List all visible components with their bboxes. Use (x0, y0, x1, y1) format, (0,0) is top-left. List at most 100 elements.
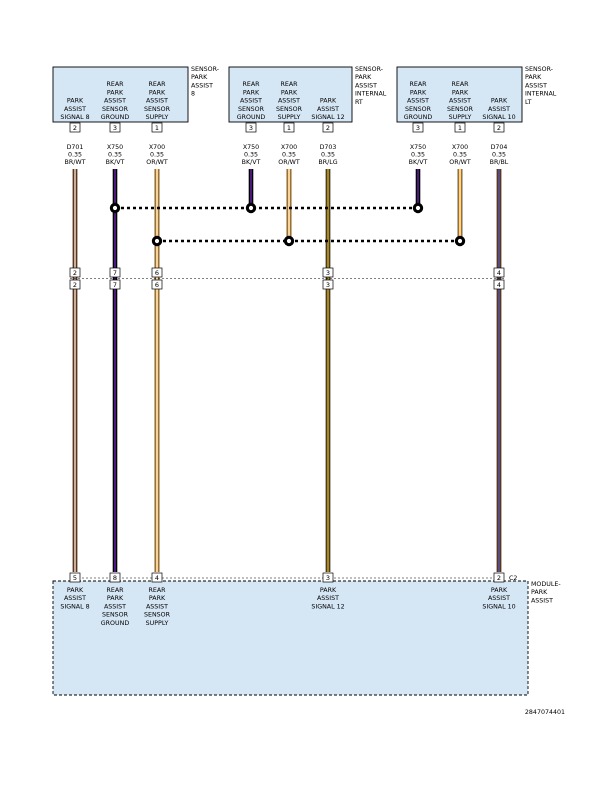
component-name: PARK (355, 74, 372, 81)
wire-color: BR/WT (65, 159, 86, 166)
sensor-pin-number: 3 (113, 124, 117, 132)
wire-color: BK/VT (106, 159, 125, 166)
sensor-pin-number: 2 (73, 124, 77, 132)
pin-function-label: SUPPLY (449, 114, 472, 121)
pin-function-label: GROUND (237, 114, 266, 121)
sensor-pin-number-box (322, 122, 334, 133)
wire-gauge: 0.35 (244, 152, 258, 159)
module-pin-label: PARK (320, 587, 337, 594)
pin-function-label: ASSIST (278, 98, 300, 105)
sensor-box-sensor8 (52, 66, 189, 123)
component-name: LT (525, 99, 532, 106)
wire-color: BR/LG (318, 159, 337, 166)
module-name: PARK (531, 589, 548, 596)
module-pin-label: SIGNAL 8 (60, 603, 89, 610)
module-pin-label: SIGNAL 12 (311, 603, 344, 610)
inline-pin-upper: 2 (73, 269, 77, 277)
sensor-pin-number-box (454, 122, 466, 133)
pin-function-label: SENSOR (405, 106, 432, 113)
module-pin-number-box (322, 572, 334, 583)
circuit-number: X750 (243, 144, 259, 151)
module-pin-label: ASSIST (146, 603, 168, 610)
module-name: MODULE- (531, 581, 561, 588)
pin-function-label: PARK (149, 89, 166, 96)
sensor-pin-number-box (69, 122, 81, 133)
wire-color: OR/WT (278, 159, 300, 166)
component-name: ASSIST (355, 82, 377, 89)
circuit-number: X750 (410, 144, 426, 151)
circuit-number: X700 (149, 144, 165, 151)
inline-pin-upper: 6 (155, 269, 159, 277)
inline-pin-lower-box (69, 279, 81, 290)
module-pin-label: PARK (107, 595, 124, 602)
connector-id: C2 (509, 575, 517, 582)
pin-function-label: GROUND (404, 114, 433, 121)
wire-color: OR/WT (449, 159, 471, 166)
pin-function-label: PARK (107, 89, 124, 96)
component-name: ASSIST (191, 82, 213, 89)
module-pin-label: PARK (149, 595, 166, 602)
pin-function-label: PARK (281, 89, 298, 96)
wire-gauge: 0.35 (282, 152, 296, 159)
circuit-number: D704 (491, 144, 508, 151)
component-name: ASSIST (525, 82, 547, 89)
pin-function-label: ASSIST (449, 98, 471, 105)
inline-pin-lower: 4 (497, 281, 501, 289)
sensor-pin-number: 1 (458, 124, 462, 132)
sensor-pin-number: 2 (326, 124, 330, 132)
module-pin-number-box (69, 572, 81, 583)
inline-pin-lower: 7 (113, 281, 117, 289)
pin-function-label: ASSIST (104, 98, 126, 105)
sensor-pin-number: 3 (249, 124, 253, 132)
inline-pin-upper: 4 (497, 269, 501, 277)
wire-gauge: 0.35 (68, 152, 82, 159)
inline-pin-upper: 7 (113, 269, 117, 277)
module-pin-label: SIGNAL 10 (482, 603, 515, 610)
inline-pin-upper: 3 (326, 269, 330, 277)
circuit-number: D703 (320, 144, 337, 151)
splice-dot-center (457, 238, 463, 244)
sensor-box-sensor-int-rt (228, 66, 353, 123)
circuit-number: X750 (107, 144, 123, 151)
pin-function-label: ASSIST (317, 106, 339, 113)
inline-pin-lower: 6 (155, 281, 159, 289)
pin-function-label: ASSIST (64, 106, 86, 113)
wire-gauge: 0.35 (321, 152, 335, 159)
module-pin-label: ASSIST (488, 595, 510, 602)
component-name: INTERNAL (525, 91, 557, 98)
pin-function-label: SENSOR (102, 106, 129, 113)
sensor-pin-number-box (493, 122, 505, 133)
wire-gauge: 0.35 (150, 152, 164, 159)
splice-dot-center (112, 205, 118, 211)
module-pin-label: GROUND (101, 620, 130, 627)
inline-pin-upper-box (322, 267, 334, 278)
pin-function-label: SUPPLY (146, 114, 169, 121)
sensor-pin-number: 2 (497, 124, 501, 132)
pin-function-label: SENSOR (276, 106, 303, 113)
module-pin-label: REAR (148, 587, 166, 594)
inline-pin-lower-box (109, 279, 121, 290)
module-name: ASSIST (531, 597, 553, 604)
inline-pin-upper-box (151, 267, 163, 278)
pin-function-label: GROUND (101, 114, 130, 121)
pin-function-label: REAR (242, 81, 260, 88)
inline-pin-lower-box (151, 279, 163, 290)
pin-function-label: REAR (451, 81, 469, 88)
module-pin-number: 4 (155, 574, 159, 582)
wire-color: BK/VT (242, 159, 261, 166)
circuit-number: X700 (281, 144, 297, 151)
module-pin-number: 3 (326, 574, 330, 582)
module-pin-label: PARK (491, 587, 508, 594)
pin-function-label: SIGNAL 12 (311, 114, 344, 121)
pin-function-label: PARK (243, 89, 260, 96)
component-name: PARK (525, 74, 542, 81)
pin-function-label: REAR (280, 81, 298, 88)
sensor-pin-number-box (283, 122, 295, 133)
module-pin-label: ASSIST (104, 603, 126, 610)
sensor-pin-number: 3 (416, 124, 420, 132)
pin-function-label: SIGNAL 10 (482, 114, 515, 121)
pin-function-label: REAR (409, 81, 427, 88)
pin-function-label: SENSOR (144, 106, 171, 113)
module-pin-label: PARK (67, 587, 84, 594)
